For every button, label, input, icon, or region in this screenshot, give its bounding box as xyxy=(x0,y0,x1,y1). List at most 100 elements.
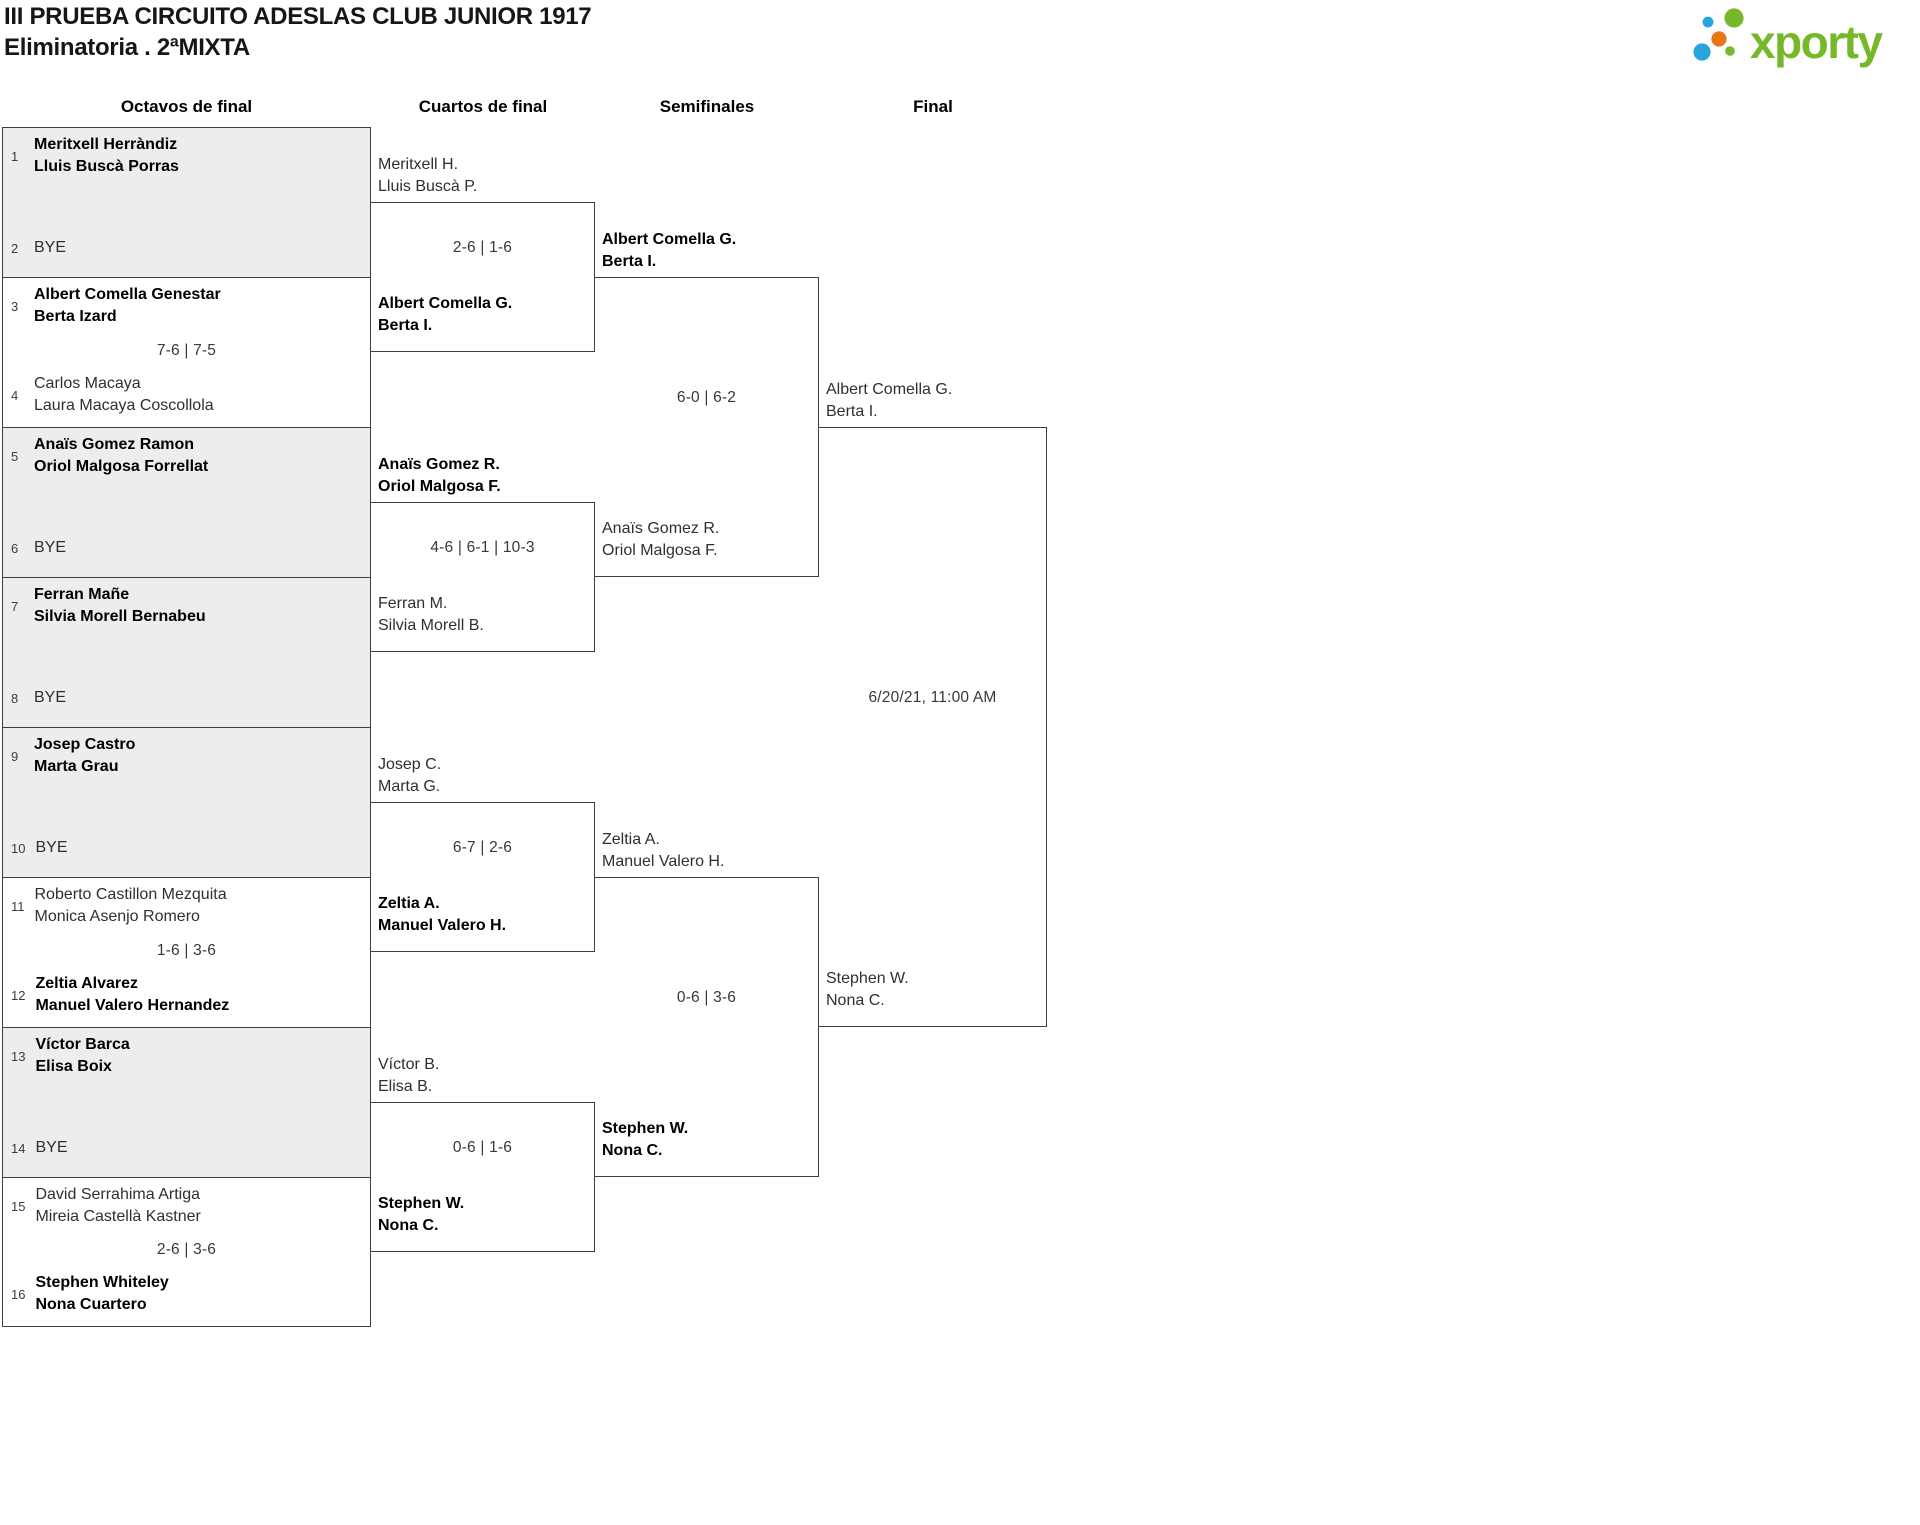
team-name-line: Oriol Malgosa F. xyxy=(378,478,501,495)
team-entry[interactable]: Meritxell H.Lluis Buscà P. xyxy=(378,154,592,198)
team-names: Stephen W.Nona C. xyxy=(378,1193,590,1237)
team-name-line: Marta G. xyxy=(378,778,441,795)
logo-dot-green-large xyxy=(1724,8,1744,28)
team-name-line: Mireia Castellà Kastner xyxy=(35,1208,201,1225)
seed-number: 12 xyxy=(11,987,26,1003)
team-entry[interactable]: Anaïs Gomez R.Oriol Malgosa F. xyxy=(595,518,818,576)
match-score: 2-6 | 3-6 xyxy=(156,1241,217,1258)
team-name-line: Berta Izard xyxy=(34,308,117,325)
match-score-area: 7-6 | 7-5 xyxy=(3,328,370,373)
team-names: Meritxell H.Lluis Buscà P. xyxy=(378,154,592,198)
team-name-line: Berta I. xyxy=(378,317,433,334)
final-match-1[interactable]: Albert Comella G.Berta I. 6/20/21, 11:00 … xyxy=(819,381,1047,1027)
team-names: BYE xyxy=(34,537,66,559)
team-entry[interactable]: Anaïs Gomez R.Oriol Malgosa F. xyxy=(378,454,592,498)
logo-dot-orange xyxy=(1711,31,1727,47)
team-name-line: Anaïs Gomez Ramon xyxy=(34,436,195,453)
match-score: 0-6 | 3-6 xyxy=(676,989,737,1006)
team-name-line: Nona Cuartero xyxy=(35,1296,147,1313)
seed-number: 4 xyxy=(11,387,19,403)
team-entry[interactable]: Albert Comella G.Berta I. xyxy=(371,293,594,351)
team-names: Anaïs Gomez R.Oriol Malgosa F. xyxy=(602,518,814,562)
team-name-line: BYE xyxy=(35,1139,68,1156)
team-name-line: BYE xyxy=(34,239,67,256)
team-names: Ferran M.Silvia Morell B. xyxy=(378,593,590,637)
tournament-title: III PRUEBA CIRCUITO ADESLAS CLUB JUNIOR … xyxy=(4,3,592,30)
team-entry[interactable]: Ferran M.Silvia Morell B. xyxy=(371,593,594,651)
team-name-line: Oriol Malgosa F. xyxy=(602,542,718,559)
match-score-area xyxy=(3,1078,370,1137)
xporty-logo[interactable]: xporty xyxy=(1686,0,1920,78)
team-name-line: BYE xyxy=(34,689,67,706)
team-name-line: Nona C. xyxy=(826,992,885,1009)
logo-dot-blue-small xyxy=(1702,16,1714,28)
team-name-line: Stephen W. xyxy=(826,970,909,987)
match-score-area: 6-7 | 2-6 xyxy=(371,803,594,893)
final-schedule: 6/20/21, 11:00 AM xyxy=(868,689,997,706)
team-entry[interactable]: 8 BYE xyxy=(3,687,370,727)
team-name-line: Stephen W. xyxy=(602,1120,689,1137)
category-subtitle: Eliminatoria . 2ªMIXTA xyxy=(4,34,250,61)
seed-number: 8 xyxy=(11,690,19,706)
team-names: Anaïs Gomez R.Oriol Malgosa F. xyxy=(378,454,592,498)
team-name-line: Stephen Whiteley xyxy=(35,1274,169,1291)
team-entry[interactable]: Stephen W. Nona C. xyxy=(819,968,1046,1026)
team-entry[interactable]: Albert Comella G.Berta I. xyxy=(826,379,1044,423)
team-entry[interactable]: Josep C.Marta G. xyxy=(378,754,592,798)
round-header-semifinales: Semifinales xyxy=(659,97,755,116)
match-score-area: 0-6 | 1-6 xyxy=(371,1103,594,1193)
team-entry[interactable]: Stephen W.Nona C. xyxy=(595,1118,818,1176)
seed-number: 3 xyxy=(11,298,19,314)
team-name-line: Berta I. xyxy=(826,403,878,420)
team-name-line: Silvia Morell Bernabeu xyxy=(34,608,206,625)
team-name-line: Manuel Valero Hernandez xyxy=(35,997,230,1014)
match-score-area: 4-6 | 6-1 | 10-3 xyxy=(371,503,594,593)
match-score-area xyxy=(3,478,370,537)
qf-match-2[interactable]: Anaïs Gomez R.Oriol Malgosa F. 4-6 | 6-1 … xyxy=(371,456,595,652)
team-entry[interactable]: Zeltia A.Manuel Valero H. xyxy=(602,829,816,873)
team-name-line: Manuel Valero H. xyxy=(378,917,507,934)
team-name-line: Zeltia Alvarez xyxy=(35,975,139,992)
team-entry[interactable]: Albert Comella G.Berta I. xyxy=(602,229,816,273)
team-name-line: Stephen W. xyxy=(378,1195,465,1212)
team-entry[interactable]: Víctor B.Elisa B. xyxy=(378,1054,592,1098)
team-entry[interactable]: Stephen W.Nona C. xyxy=(371,1193,594,1251)
team-name-line: Oriol Malgosa Forrellat xyxy=(34,458,209,475)
team-entry[interactable]: Zeltia A.Manuel Valero H. xyxy=(371,893,594,951)
team-names: Albert Comella G.Berta I. xyxy=(378,293,590,337)
match-score-area: 2-6 | 1-6 xyxy=(371,203,594,293)
